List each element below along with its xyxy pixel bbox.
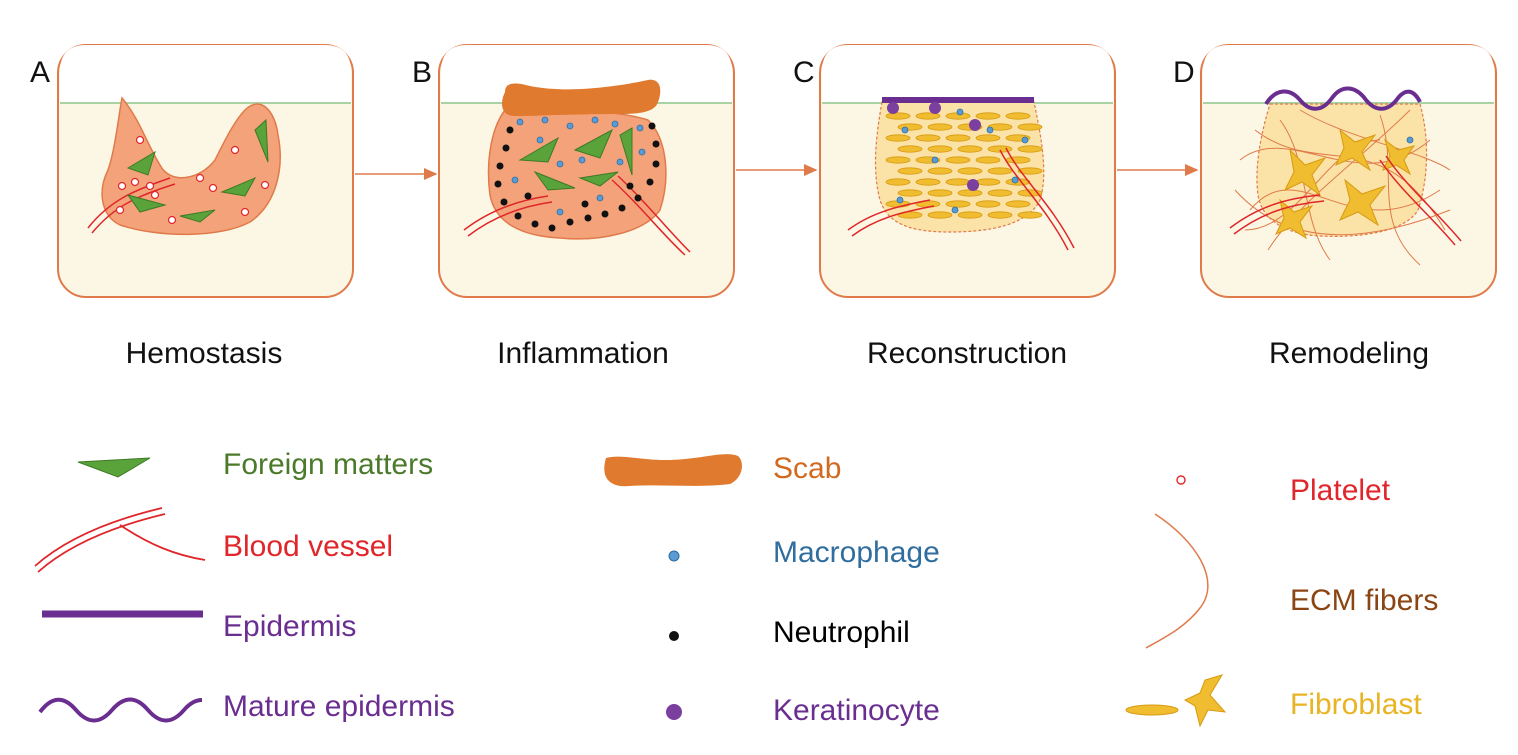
panel-d-macrophages	[1406, 136, 1414, 144]
stage-label-reconstruction: Reconstruction	[866, 337, 1068, 370]
legend-ecm-fibers-label: ECM fibers	[1290, 584, 1439, 617]
legend-blood-vessel-label: Blood vessel	[223, 530, 394, 563]
panel-a-letter: A	[30, 56, 51, 89]
panel-d-fibroblasts	[1274, 128, 1416, 240]
legend-fibroblast-label: Fibroblast	[1290, 688, 1422, 721]
legend-blood-vessel-icon	[34, 507, 206, 573]
panel-c-macrophages	[896, 108, 1029, 214]
legend-macrophage-icon	[668, 550, 680, 562]
panel-b-scab	[502, 79, 661, 116]
legend-neutrophil-icon	[669, 631, 679, 641]
legend-foreign-matters-label: Foreign matters	[223, 448, 434, 481]
legend-ecm-fibers-icon	[1145, 513, 1209, 649]
panel-b-neutrophils	[494, 122, 660, 232]
panel-b-foreign-matters	[518, 127, 633, 191]
legend-mature-epidermis-icon	[38, 697, 203, 723]
stage-label-inflammation: Inflammation	[497, 337, 669, 370]
panel-a-foreign-matters	[126, 118, 269, 223]
panel-c-fibroblasts	[885, 112, 1043, 219]
stage-label-hemostasis: Hemostasis	[125, 337, 283, 370]
legend-foreign-matters-icon	[77, 457, 151, 478]
stage-label-remodeling: Remodeling	[1268, 337, 1430, 370]
legend-epidermis-label: Epidermis	[223, 610, 357, 643]
legend-neutrophil-label: Neutrophil	[773, 616, 910, 649]
legend-platelet-icon	[1176, 475, 1186, 485]
legend-keratinocyte-icon	[666, 704, 682, 720]
panel-a-vessel	[87, 177, 176, 234]
panel-b-macrophages	[511, 116, 646, 216]
panel-b-letter: B	[412, 56, 433, 89]
panel-c-vessel	[847, 147, 1075, 251]
legend-scab-label: Scab	[773, 452, 842, 485]
legend-mature-epidermis-label: Mature epidermis	[223, 690, 455, 723]
panel-b-vessel	[463, 175, 691, 256]
panel-d-mature-epidermis	[1264, 86, 1422, 111]
legend-platelet-label: Platelet	[1290, 474, 1391, 507]
panel-c-keratinocytes	[887, 102, 981, 191]
panel-d-letter: D	[1173, 56, 1195, 89]
panel-d-tissue	[1256, 103, 1428, 237]
panel-c-tissue	[874, 101, 1045, 233]
panel-c-letter: C	[793, 56, 815, 89]
legend-macrophage-label: Macrophage	[773, 536, 940, 569]
panel-d-vessel	[1229, 155, 1462, 246]
legend-fibroblast-icon	[1125, 674, 1227, 728]
legend-keratinocyte-label: Keratinocyte	[773, 694, 940, 727]
panel-a-platelets	[115, 135, 270, 225]
legend-scab-icon	[604, 454, 742, 487]
